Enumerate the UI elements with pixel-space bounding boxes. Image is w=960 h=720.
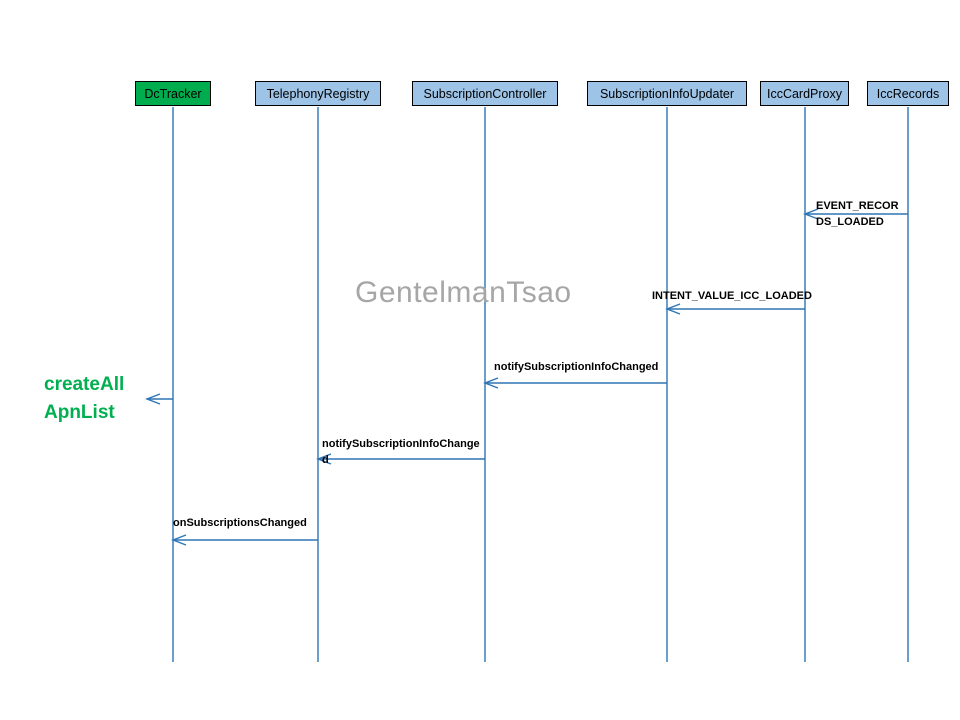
message-label-notify-subscription-info-changed-2: notifySubscriptionInfoChange d	[322, 436, 480, 468]
actor-label: IccRecords	[876, 86, 940, 101]
message-label-line: createAll	[44, 374, 125, 395]
message-arrow-intent-value-icc-loaded	[665, 303, 805, 315]
message-label-line: notifySubscriptionInfoChange	[322, 438, 480, 450]
message-arrow-notify-subscription-info-changed-1	[483, 377, 667, 389]
message-label-on-subscriptions-changed: onSubscriptionsChanged	[173, 515, 307, 531]
message-arrow-on-subscriptions-changed	[171, 534, 318, 546]
message-arrow-create-all-apn-list	[145, 393, 173, 405]
watermark-text: GentelmanTsao	[355, 276, 572, 309]
message-label-line: INTENT_VALUE_ICC_LOADED	[652, 290, 812, 302]
actor-label: SubscriptionInfoUpdater	[599, 86, 735, 101]
actor-label: TelephonyRegistry	[266, 86, 370, 101]
actor-box-dctracker: DcTracker	[135, 81, 211, 106]
message-label-line: ApnList	[44, 402, 115, 423]
message-label-line: notifySubscriptionInfoChanged	[494, 361, 659, 373]
actor-box-telephonyregistry: TelephonyRegistry	[255, 81, 381, 106]
actor-label: SubscriptionController	[423, 86, 547, 101]
message-label-line: DS_LOADED	[816, 216, 884, 228]
message-label-notify-subscription-info-changed-1: notifySubscriptionInfoChanged	[494, 359, 658, 375]
actor-box-subscriptioncontroller: SubscriptionController	[412, 81, 558, 106]
message-label-event-records-loaded: EVENT_RECOR DS_LOADED	[816, 198, 899, 230]
actor-box-subscriptioninfoupdater: SubscriptionInfoUpdater	[587, 81, 747, 106]
message-label-line: d	[322, 454, 329, 466]
message-label-intent-value-icc-loaded: INTENT_VALUE_ICC_LOADED	[652, 288, 812, 304]
message-label-line: onSubscriptionsChanged	[173, 517, 307, 529]
message-label-line: EVENT_RECOR	[816, 200, 899, 212]
actor-label: IccCardProxy	[766, 86, 843, 101]
actor-box-icccardproxy: IccCardProxy	[760, 81, 849, 106]
message-label-create-all-apn-list: createAll ApnList	[44, 371, 124, 427]
actor-label: DcTracker	[144, 86, 202, 101]
actor-box-iccrecords: IccRecords	[867, 81, 949, 106]
